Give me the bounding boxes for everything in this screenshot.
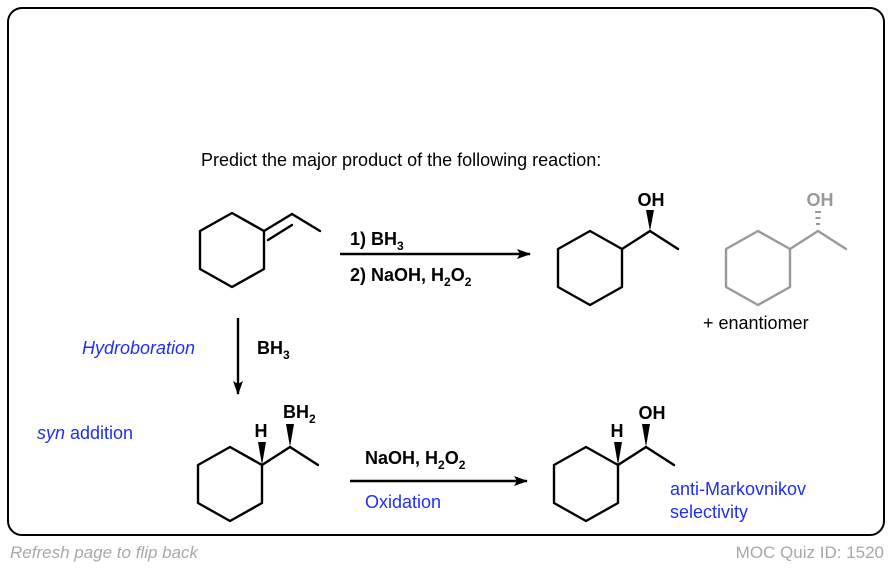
final-product-alcohol: H OH	[552, 403, 676, 523]
selectivity-note-line2: selectivity	[670, 502, 748, 522]
selectivity-note-line1: anti-Markovnikov	[670, 479, 806, 499]
syn-addition-label: syn addition	[37, 423, 133, 443]
question-text: Predict the major product of the followi…	[201, 150, 601, 170]
product-alcohol: OH	[556, 190, 680, 307]
wedge-bond	[614, 442, 622, 465]
wedge-bond	[646, 210, 654, 231]
hashed-wedge-bond	[815, 211, 821, 225]
wedge-bond	[258, 442, 266, 465]
hydroboration-label: Hydroboration	[82, 338, 195, 358]
h-label: H	[255, 421, 268, 441]
bh2-label: BH2	[283, 402, 316, 426]
oxidation-label: Oxidation	[365, 492, 441, 512]
oxidation-reagent: NaOH, H2O2	[365, 448, 466, 472]
wedge-bond	[286, 424, 294, 447]
enantiomer-alcohol: OH	[724, 190, 848, 307]
organoborane-intermediate: H BH2	[196, 402, 320, 523]
oh-label: OH	[638, 190, 665, 210]
oh-label: OH	[807, 190, 834, 210]
h-label: H	[611, 421, 624, 441]
enantiomer-caption: + enantiomer	[703, 313, 809, 333]
wedge-bond	[642, 424, 650, 447]
hydroboration-reagent: BH3	[257, 338, 290, 362]
reagent-step1: 1) BH3	[350, 229, 404, 253]
flip-back-hint[interactable]: Refresh page to flip back	[10, 543, 200, 562]
card-frame	[7, 7, 885, 536]
starting-alkene	[198, 211, 322, 289]
oh-label: OH	[639, 403, 666, 423]
reagent-step2: 2) NaOH, H2O2	[350, 265, 472, 289]
quiz-id: MOC Quiz ID: 1520	[736, 543, 884, 562]
